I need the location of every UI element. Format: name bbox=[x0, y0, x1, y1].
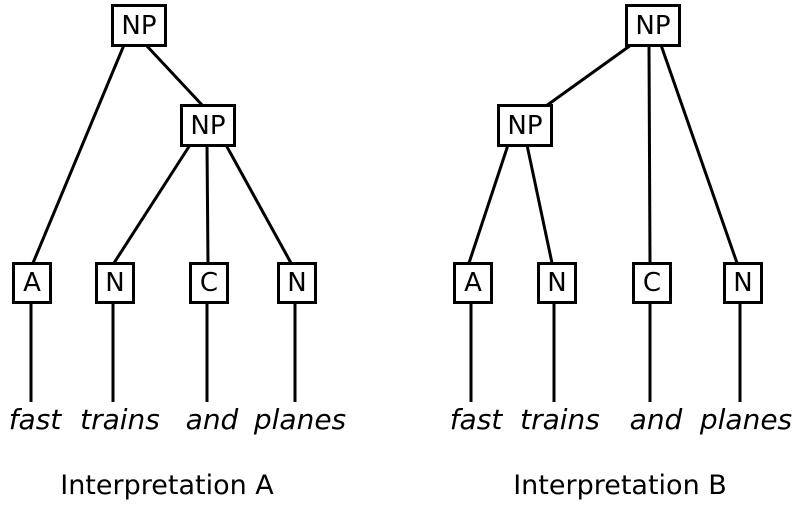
edge-a-root-to-leaf-a bbox=[31, 44, 126, 264]
edge-a-inner-to-leaf-c bbox=[205, 144, 210, 264]
tree-a-inner-np-node: NP bbox=[180, 104, 236, 147]
edge-a-root-to-inner-np bbox=[144, 43, 205, 108]
edge-b-root-to-leaf-n2 bbox=[659, 44, 739, 264]
tree-b-caption: Interpretation B bbox=[513, 470, 727, 501]
tree-a-word-fast: fast bbox=[8, 403, 62, 436]
edge-b-inner-to-leaf-a bbox=[467, 144, 510, 264]
tree-a-leaf-n2-node: N bbox=[277, 262, 317, 304]
tree-b-leaf-a-node: A bbox=[453, 262, 493, 304]
tree-b-root-np-node: NP bbox=[625, 4, 681, 47]
tree-b-leaf-c-node: C bbox=[632, 262, 672, 304]
tree-a-caption: Interpretation A bbox=[60, 470, 274, 501]
tree-a-root-np-node: NP bbox=[111, 4, 167, 47]
tree-a-word-trains: trains bbox=[80, 403, 160, 436]
tree-b-inner-np-node: NP bbox=[497, 104, 553, 147]
tree-a-word-and: and bbox=[185, 403, 239, 436]
edge-b-root-to-inner-np bbox=[545, 43, 632, 108]
tree-b-word-fast: fast bbox=[449, 403, 503, 436]
tree-b-word-and: and bbox=[629, 403, 683, 436]
tree-b-word-trains: trains bbox=[520, 403, 600, 436]
tree-b-leaf-n2-node: N bbox=[723, 262, 763, 304]
edge-b-root-to-leaf-c bbox=[647, 44, 652, 264]
tree-a-leaf-c-node: C bbox=[189, 262, 229, 304]
edge-a-inner-to-leaf-n2 bbox=[224, 144, 293, 264]
tree-b-leaf-n1-node: N bbox=[537, 262, 577, 304]
tree-a-leaf-n1-node: N bbox=[95, 262, 135, 304]
edge-a-inner-to-leaf-n1 bbox=[112, 144, 192, 264]
tree-b-word-planes: planes bbox=[699, 403, 793, 436]
edge-b-inner-to-leaf-n1 bbox=[525, 144, 554, 264]
tree-a-word-planes: planes bbox=[253, 403, 347, 436]
tree-a-leaf-a-node: A bbox=[12, 262, 52, 304]
